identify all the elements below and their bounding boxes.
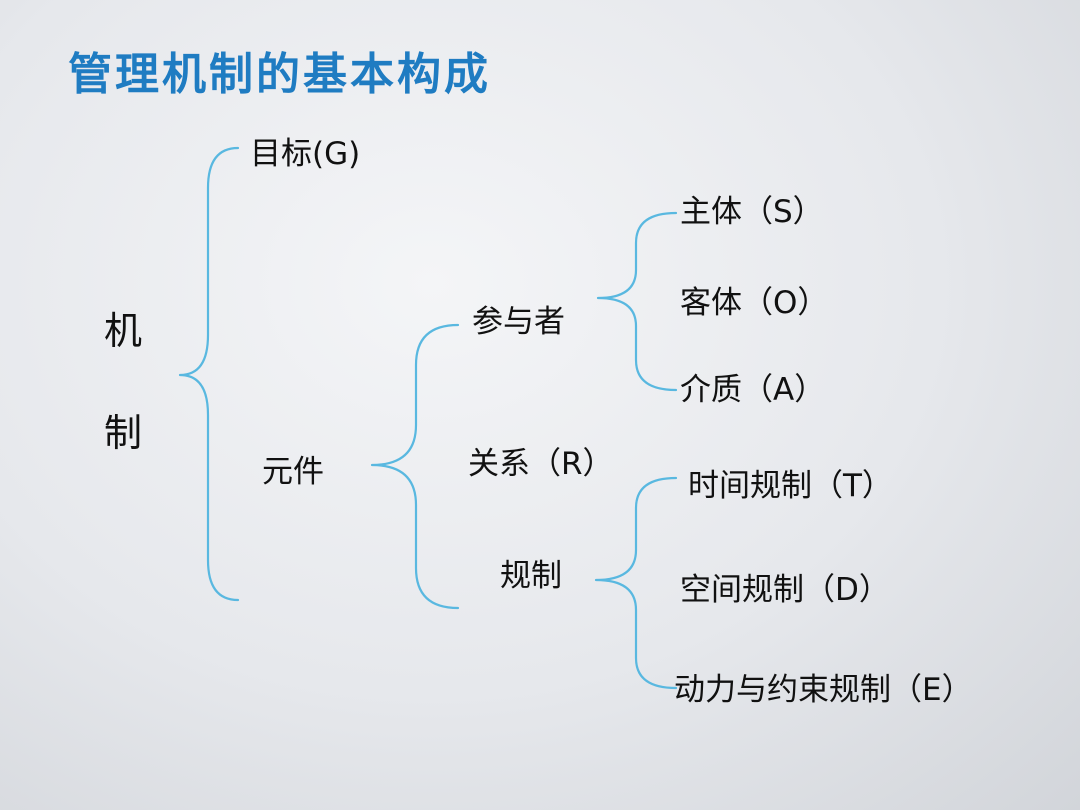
node-space-rules: 空间规制（D） <box>680 572 890 608</box>
root-brace <box>178 146 240 602</box>
node-time-rules: 时间规制（T） <box>688 468 893 504</box>
elements-brace <box>370 323 460 610</box>
node-participants: 参与者 <box>472 304 565 340</box>
node-elements: 元件 <box>262 454 324 490</box>
root-label-line2: 制 <box>104 411 143 455</box>
node-dynamic-constraint-rules: 动力与约束规制（E） <box>674 672 973 708</box>
node-subject: 主体（S） <box>680 194 824 230</box>
participants-brace <box>596 211 678 392</box>
rules-brace <box>594 476 678 690</box>
node-goal: 目标(G) <box>250 136 361 172</box>
root-label-line1: 机 <box>104 309 143 353</box>
node-medium: 介质（A） <box>680 372 826 408</box>
node-rules: 规制 <box>500 558 562 594</box>
page-title: 管理机制的基本构成 <box>68 49 491 100</box>
node-object: 客体（O） <box>680 285 829 321</box>
node-relations: 关系（R） <box>468 446 614 482</box>
